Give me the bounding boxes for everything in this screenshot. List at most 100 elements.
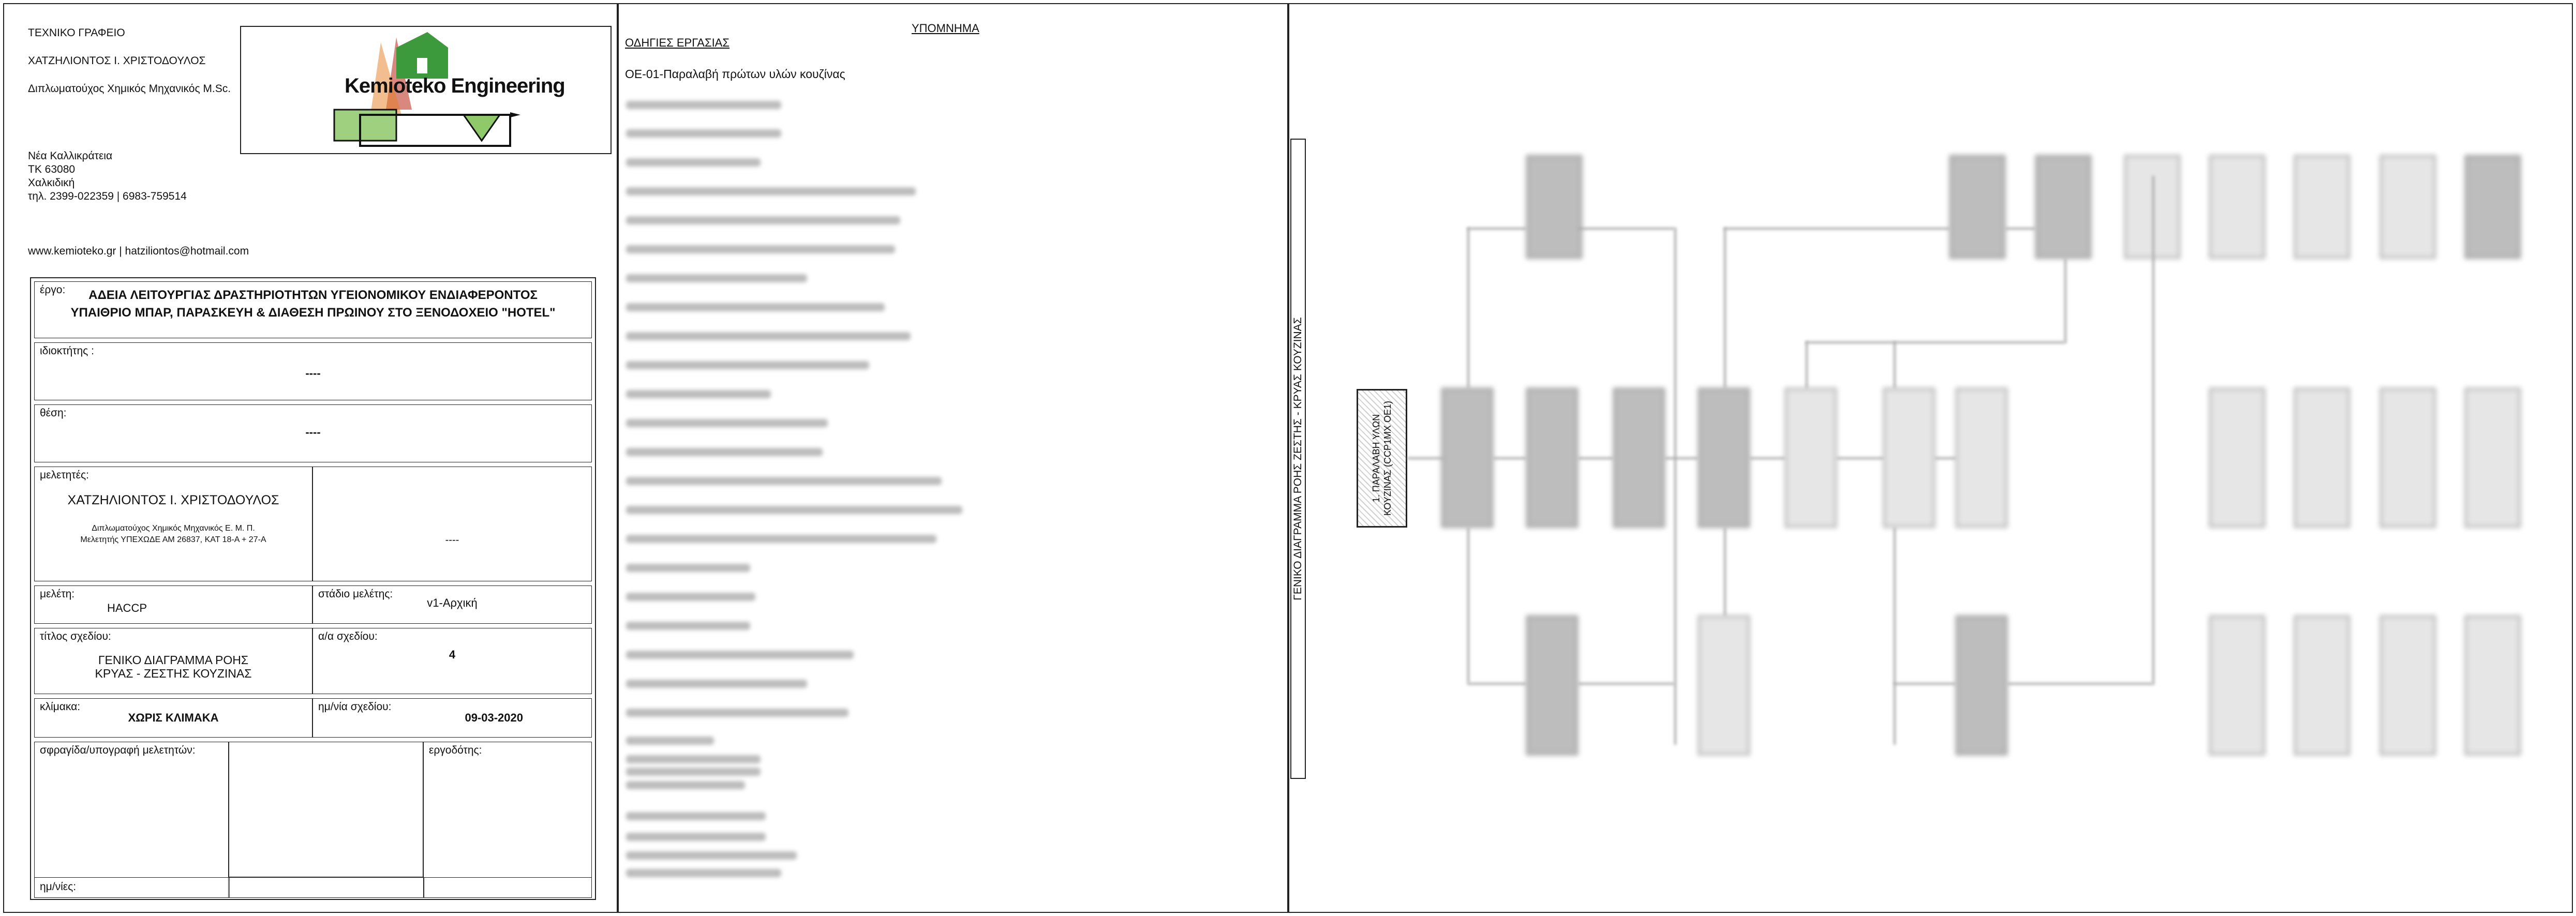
- blurred-connector: [1894, 683, 1956, 685]
- blurred-connector: [1467, 228, 1526, 230]
- blurred-flow-node: [2294, 155, 2350, 259]
- blurred-legend-line: [626, 593, 755, 601]
- blurred-legend-line: [626, 274, 807, 282]
- blurred-legend-line: [626, 332, 911, 340]
- blurred-flow-node: [1526, 388, 1578, 528]
- blurred-connector: [1578, 457, 1613, 459]
- office-line-2: ΧΑΤΖΗΛΙΟΝΤΟΣ Ι. ΧΡΙΣΤΟΔΟΥΛΟΣ: [28, 55, 206, 67]
- project-label: έργο:: [40, 284, 66, 296]
- dates-divider-1: [229, 878, 230, 897]
- owner-value: ----: [305, 367, 321, 380]
- blurred-connector: [1806, 341, 1808, 388]
- blurred-connector: [1724, 528, 1726, 615]
- legend-panel: [618, 3, 1288, 913]
- study-label: μελέτη:: [40, 588, 75, 600]
- study-cell: μελέτη: HACCP: [34, 585, 312, 624]
- blurred-flow-node: [1441, 388, 1493, 528]
- office-line-3: Διπλωματούχος Χημικός Μηχανικός M.Sc.: [28, 83, 231, 95]
- blurred-legend-line: [626, 622, 750, 630]
- blurred-legend-line: [626, 851, 797, 860]
- drawing-number-label: α/α σχεδίου:: [318, 630, 378, 642]
- blurred-flow-node: [2209, 388, 2265, 528]
- blurred-legend-line: [626, 833, 766, 841]
- blurred-connector: [1837, 457, 1883, 459]
- blurred-legend-line: [626, 651, 854, 659]
- logo-graphic-icon: [333, 32, 520, 147]
- date-value: 09-03-2020: [465, 711, 523, 724]
- location-cell: θέση: ----: [34, 404, 592, 462]
- blurred-legend-line: [626, 737, 714, 745]
- blurred-connector: [1578, 228, 1674, 230]
- designer-right-value: ----: [445, 534, 459, 546]
- address-line-1: Νέα Καλλικράτεια: [28, 150, 113, 162]
- blurred-connector: [1467, 528, 1469, 683]
- project-line-1: ΑΔΕΙΑ ΛΕΙΤΟΥΡΓΙΑΣ ΔΡΑΣΤΗΡΙΟΤΗΤΩΝ ΥΓΕΙΟΝΟ…: [88, 288, 538, 302]
- blurred-flow-node: [2465, 615, 2521, 755]
- legend-item-1: ΟΕ-01-Παραλαβή πρώτων υλών κουζίνας: [625, 67, 845, 81]
- client-label: εργοδότης:: [429, 744, 482, 756]
- blurred-flow-node: [1883, 388, 1935, 528]
- location-label: θέση:: [40, 407, 67, 419]
- blurred-legend-line: [626, 812, 766, 820]
- stage-cell: στάδιο μελέτης: v1-Αρχική: [312, 585, 592, 624]
- vertical-title: ΓΕΝΙΚΟ ΔΙΑΓΡΑΜΜΑ ΡΟΗΣ ΖΕΣΤΗΣ - ΚΡΥΑΣ ΚΟΥ…: [1292, 317, 1304, 600]
- blurred-connector: [1724, 228, 1726, 388]
- drawing-title-label: τίτλος σχεδίου:: [40, 630, 111, 642]
- drawing-number-value: 4: [449, 648, 456, 661]
- blurred-connector: [1750, 457, 1785, 459]
- instructions-title: ΟΔΗΓΙΕΣ ΕΡΓΑΣΙΑΣ: [625, 36, 729, 49]
- blurred-flow-node: [2294, 615, 2350, 755]
- blurred-legend-line: [626, 101, 781, 109]
- stage-label: στάδιο μελέτης:: [318, 588, 393, 600]
- address-line-2: ΤΚ 63080: [28, 163, 76, 175]
- project-cell: έργο: ΑΔΕΙΑ ΛΕΙΤΟΥΡΓΙΑΣ ΔΡΑΣΤΗΡΙΟΤΗΤΩΝ Υ…: [34, 281, 592, 338]
- owner-cell: ιδιοκτήτης : ----: [34, 342, 592, 400]
- blurred-connector: [1894, 528, 1896, 745]
- date-cell: ημ/νία σχεδίου: 09-03-2020: [312, 698, 592, 738]
- flow-node-first: 1. ΠΑΡΑΛΑΒΗ ΥΛΩΝ ΚΟΥΖΙΝΑΣ (CCP1MX OE1): [1357, 389, 1407, 528]
- blurred-legend-line: [626, 709, 848, 717]
- blurred-flow-node: [1526, 155, 1582, 259]
- blurred-legend-line: [626, 129, 781, 138]
- first-node-label: 1. ΠΑΡΑΛΑΒΗ ΥΛΩΝ ΚΟΥΖΙΝΑΣ (CCP1MX OE1): [1371, 400, 1393, 516]
- blurred-flow-node: [2380, 155, 2436, 259]
- blurred-connector: [2007, 683, 2152, 685]
- study-value: HACCP: [107, 602, 147, 614]
- drawing-number-cell: α/α σχεδίου: 4: [312, 628, 592, 694]
- blurred-connector: [1724, 228, 1949, 230]
- blurred-flow-node: [2294, 388, 2350, 528]
- blurred-flow-node: [2209, 615, 2265, 755]
- designers-label: μελετητές:: [40, 469, 89, 481]
- dates-row: ημ/νίες:: [34, 877, 592, 898]
- blurred-connector: [2152, 176, 2154, 685]
- blurred-flow-node: [2380, 615, 2436, 755]
- blurred-legend-line: [626, 680, 807, 688]
- blurred-legend-line: [626, 158, 761, 167]
- blurred-legend-line: [626, 477, 942, 485]
- blurred-legend-line: [626, 506, 962, 514]
- scale-label: κλίμακα:: [40, 701, 81, 713]
- blurred-legend-line: [626, 535, 936, 543]
- client-cell: εργοδότης:: [423, 742, 592, 898]
- dates-label: ημ/νίες:: [40, 881, 77, 893]
- blurred-legend-line: [626, 781, 745, 789]
- blurred-flow-node: [2209, 155, 2265, 259]
- designer-name: ΧΑΤΖΗΛΙΟΝΤΟΣ Ι. ΧΡΙΣΤΟΔΟΥΛΟΣ: [67, 493, 279, 507]
- blurred-flow-node: [1956, 388, 2007, 528]
- blurred-flow-node: [2035, 155, 2091, 259]
- blurred-connector: [1935, 457, 1956, 459]
- flow-diagram-panel: [1288, 3, 2573, 913]
- blurred-legend-line: [626, 187, 916, 196]
- blurred-connector: [2005, 228, 2035, 230]
- blurred-connector: [1674, 228, 1676, 745]
- date-label: ημ/νία σχεδίου:: [318, 701, 392, 713]
- blurred-flow-node: [1698, 615, 1750, 755]
- drawing-title-line-2: ΚΡΥΑΣ - ΖΕΣΤΗΣ ΚΟΥΖΙΝΑΣ: [95, 667, 252, 680]
- blurred-connector: [1467, 228, 1469, 388]
- blurred-flow-node: [1526, 615, 1578, 755]
- scale-value: ΧΩΡΙΣ ΚΛΙΜΑΚΑ: [128, 711, 219, 724]
- designers-cell: μελετητές: ΧΑΤΖΗΛΙΟΝΤΟΣ Ι. ΧΡΙΣΤΟΔΟΥΛΟΣ …: [34, 467, 312, 581]
- legend-title: ΥΠΟΜΝΗΜΑ: [912, 22, 979, 35]
- logo-title: Kemioteko Engineering: [345, 74, 565, 97]
- address-line-3: Χαλκιδική: [28, 177, 75, 189]
